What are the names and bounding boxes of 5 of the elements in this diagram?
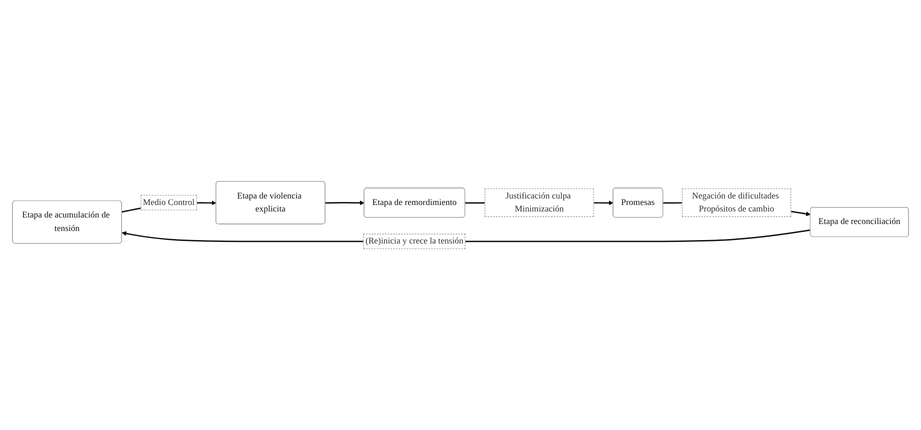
edge-label: Medio Control xyxy=(142,198,195,207)
edge-label: Negación de dificultades Propósitos de cambio xyxy=(692,190,779,214)
arrow xyxy=(325,200,365,206)
edge-label: (Re)inicia y crece la tensión xyxy=(365,236,464,246)
edge-label: Justificación culpa Minimización xyxy=(506,190,571,214)
